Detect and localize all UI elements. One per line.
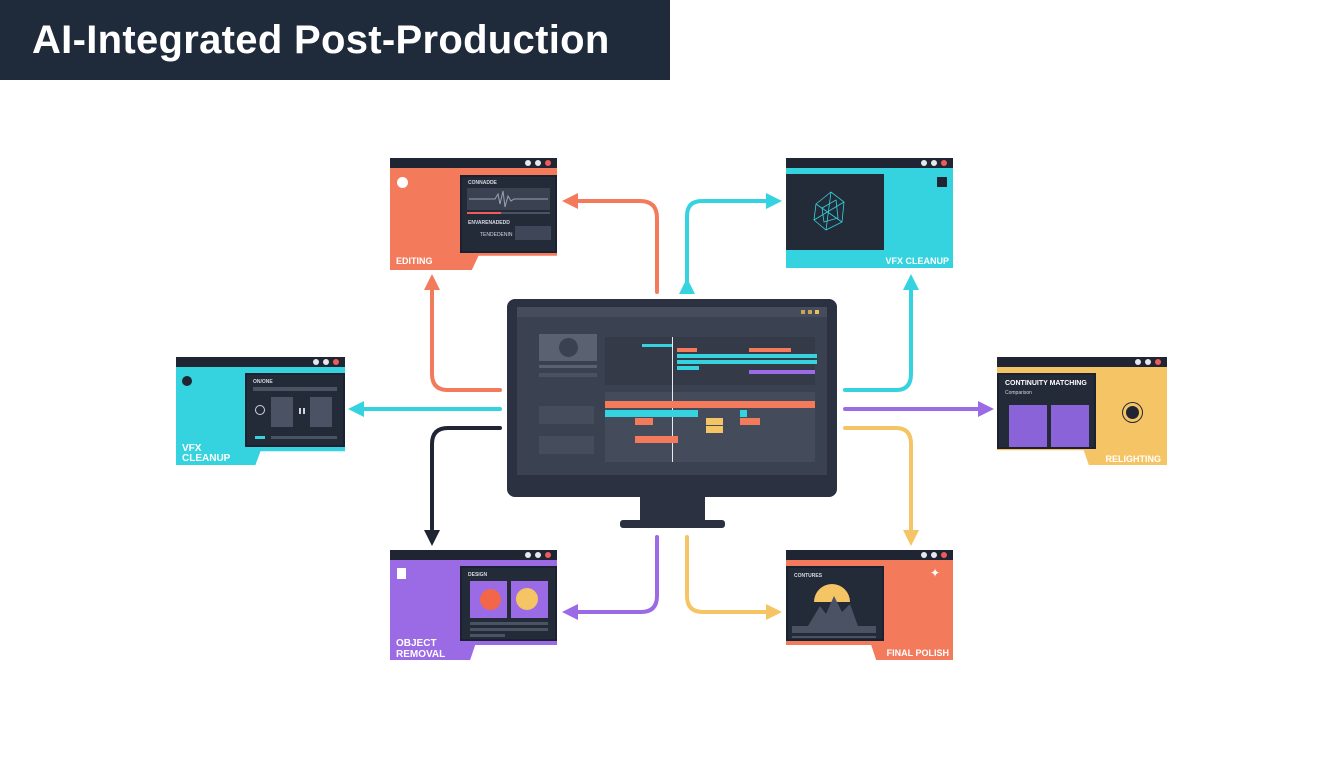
card-label: EDITING — [396, 256, 433, 266]
play-icon[interactable] — [559, 338, 578, 357]
arrow-to-vfx-top-right — [843, 274, 919, 392]
card-label: RELIGHTING — [1105, 454, 1162, 464]
card-label-line1: VFX — [182, 443, 202, 454]
title-banner: AI-Integrated Post-Production — [0, 0, 670, 80]
panel-title: CONTURES — [794, 573, 823, 579]
square-icon — [937, 177, 947, 187]
video-preview[interactable] — [539, 334, 597, 361]
panel-title: CONTINUITY MATCHING — [1005, 380, 1087, 387]
arrow-to-editing-left — [424, 274, 502, 392]
circle-icon — [182, 376, 192, 386]
card-label: FINAL POLISH — [886, 648, 949, 658]
card-vfx-cleanup-left[interactable]: ON/ONE VFX CLEANUP — [176, 357, 345, 465]
window-controls[interactable] — [313, 359, 339, 365]
window-controls[interactable] — [525, 160, 551, 166]
arrow-to-editing-top — [562, 193, 659, 294]
window-controls[interactable] — [921, 552, 947, 558]
monitor-stand — [640, 497, 705, 521]
yellow-circle — [516, 588, 538, 610]
node-icon — [255, 405, 265, 415]
before-image — [1009, 405, 1047, 447]
play-button[interactable] — [515, 226, 551, 240]
card-label-line1: OBJECT — [396, 638, 437, 649]
card-label-line2: CLEANUP — [182, 453, 231, 464]
sun-icon — [1126, 406, 1139, 419]
panel-title: ON/ONE — [253, 379, 273, 385]
red-circle — [480, 589, 501, 610]
sparkle-icon: ✦ — [930, 566, 941, 580]
card-vfx-cleanup-top[interactable]: VFX CLEANUP — [786, 158, 953, 268]
waveform-display — [467, 188, 550, 210]
panel-caption: TENDEDENIN — [480, 232, 513, 238]
window-controls[interactable] — [921, 160, 947, 166]
arrow-to-object-removal — [562, 535, 659, 620]
arrow-vfx-top — [679, 193, 782, 294]
central-editing-monitor — [507, 299, 837, 497]
window-controls[interactable] — [1135, 359, 1161, 365]
panel-title: DESIGN — [468, 572, 488, 578]
window-controls[interactable] — [525, 552, 551, 558]
circle-icon — [397, 177, 408, 188]
panel-subtitle: Comparison — [1005, 390, 1032, 396]
arrow-to-final-polish-right — [843, 426, 919, 546]
timeline-screen — [517, 307, 827, 475]
pause-icon — [299, 408, 305, 414]
card-object-removal[interactable]: DESIGN OBJECT REMOVAL — [390, 550, 557, 660]
monitor-base — [620, 520, 725, 528]
card-relighting[interactable]: CONTINUITY MATCHING Comparison RELIGHTIN… — [997, 357, 1167, 465]
card-label-line2: REMOVAL — [396, 649, 446, 660]
card-label: VFX CLEANUP — [885, 256, 949, 266]
playback-bar[interactable] — [792, 626, 876, 633]
clipboard-icon — [397, 568, 406, 579]
mesh-preview — [786, 174, 884, 250]
arrow-to-object-removal-left — [424, 426, 502, 546]
arrow-to-final-polish — [685, 535, 782, 620]
page-title: AI-Integrated Post-Production — [32, 17, 610, 62]
after-image — [1051, 405, 1089, 447]
card-final-polish[interactable]: CONTURES ✦ FINAL POLISH — [786, 550, 953, 660]
panel-title: CONNADDE — [468, 180, 497, 186]
playhead[interactable] — [672, 337, 673, 462]
panel-subtitle: ENVARENADEDD — [468, 220, 510, 226]
card-editing[interactable]: CONNADDE ENVARENADEDD TENDEDENIN EDITING — [390, 158, 557, 270]
sun-mountain-image — [814, 584, 850, 602]
